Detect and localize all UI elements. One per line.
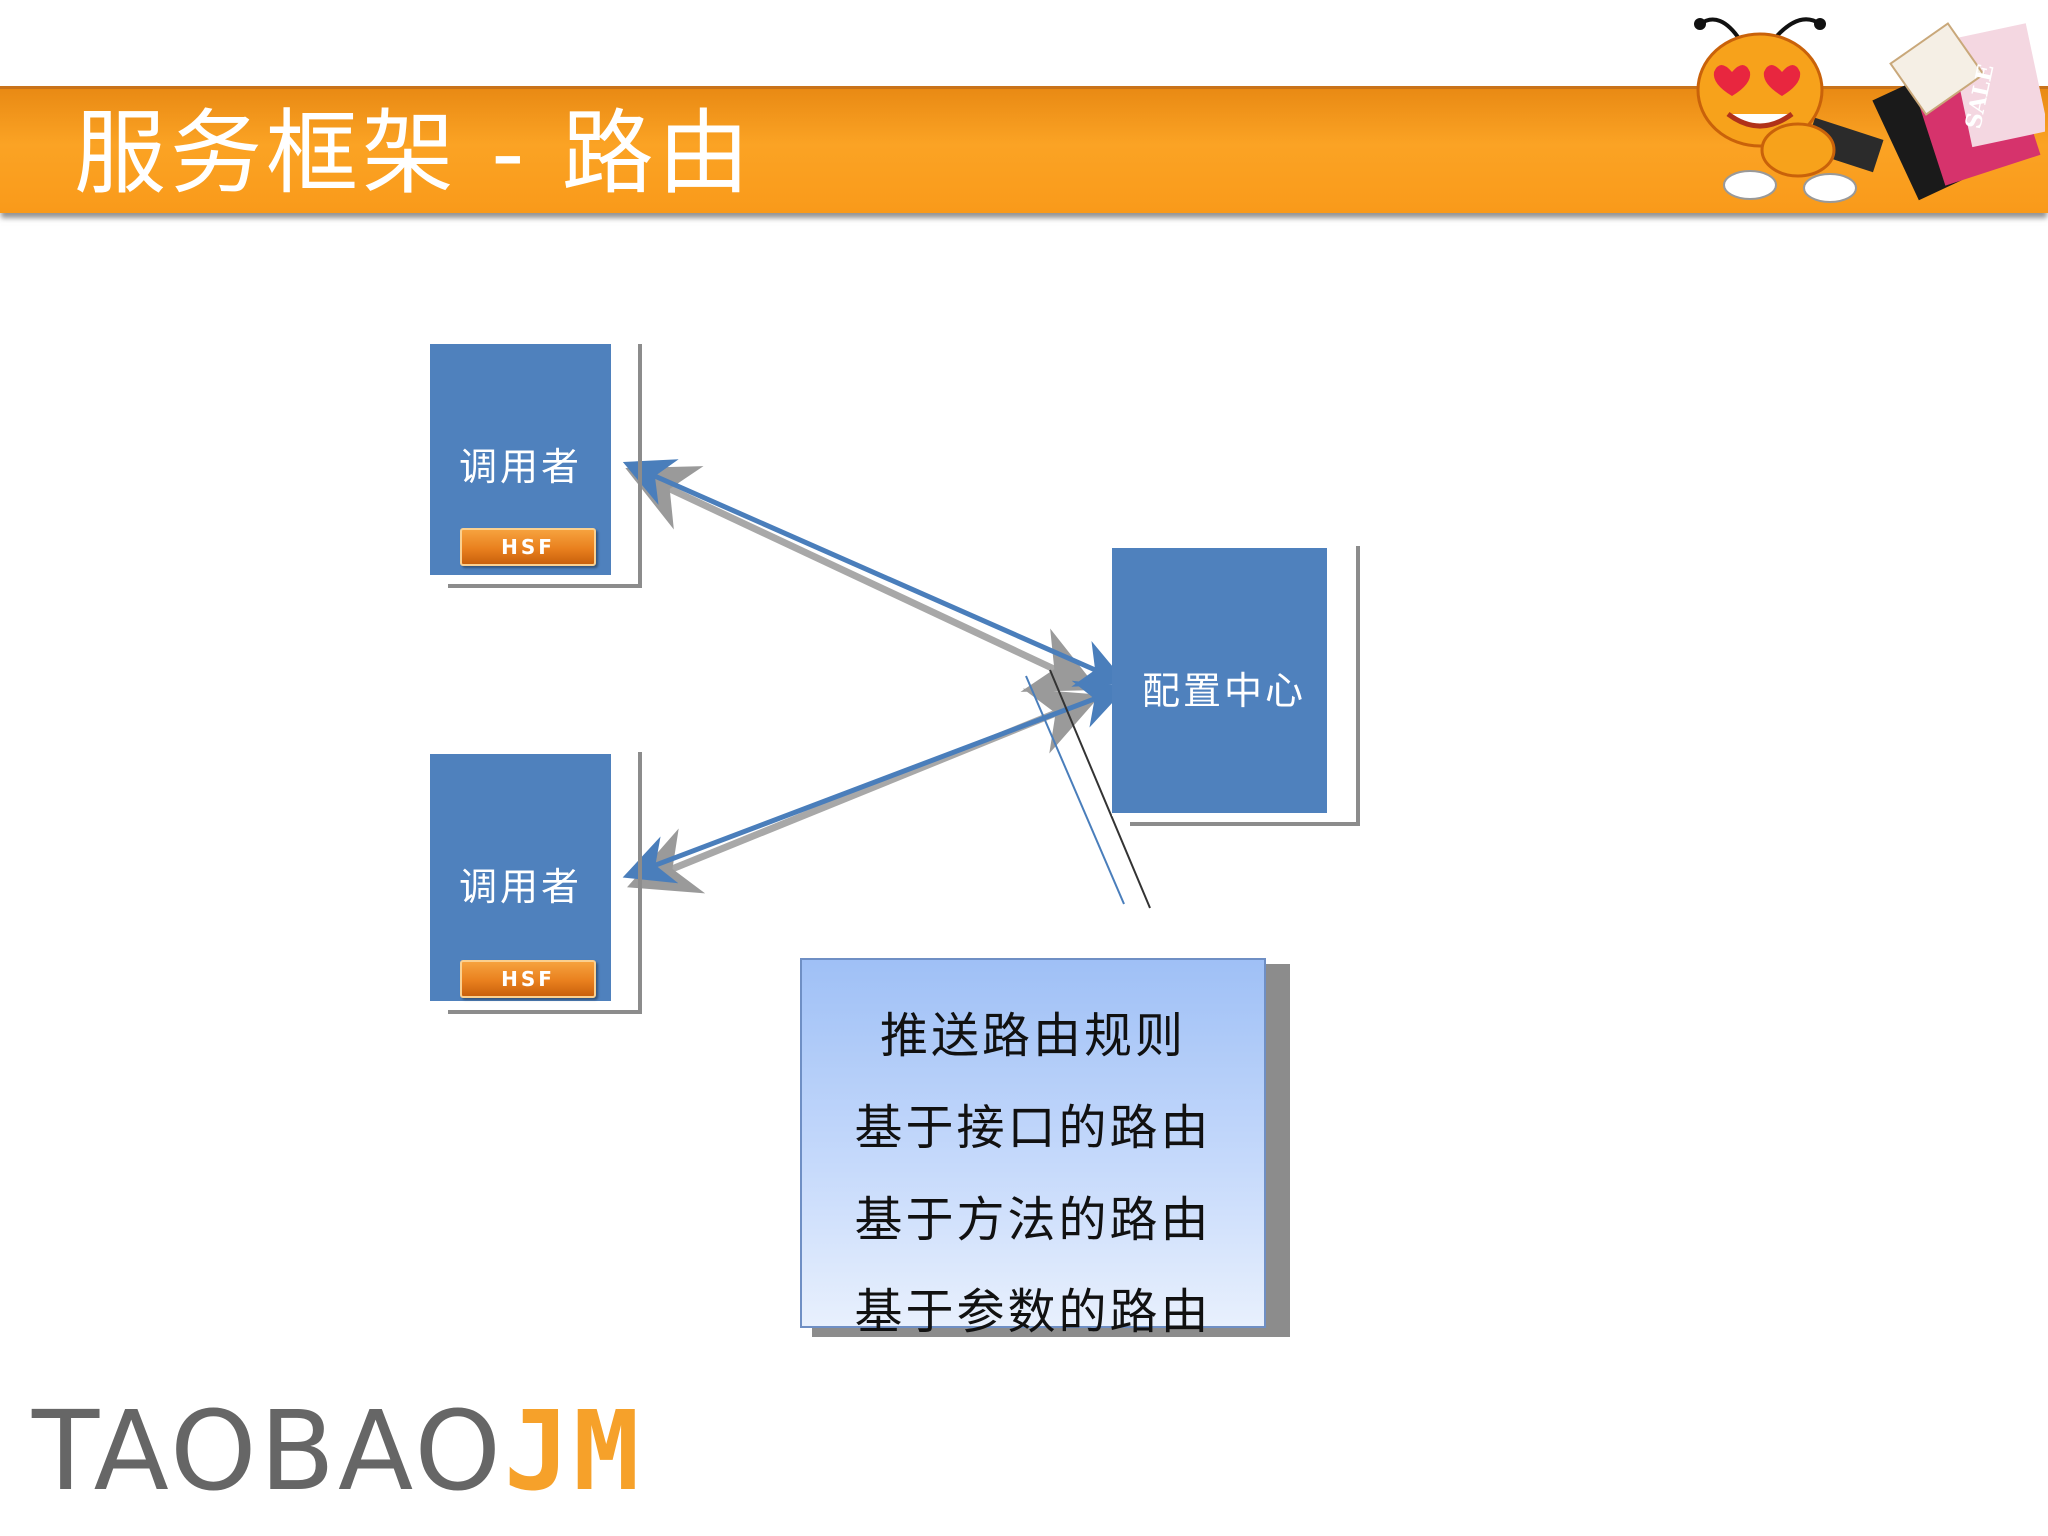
connector-top-arrow: [622, 459, 1128, 687]
rule-item-param: 基于参数的路由: [854, 1284, 1212, 1340]
brand-logo-accent: JM: [503, 1387, 643, 1515]
caller-top-hsf-badge: HSF: [460, 528, 596, 566]
caller-top-node[interactable]: 调用者 HSF: [430, 344, 614, 578]
ant-mascot-icon: SALE: [1694, 17, 2045, 203]
shopping-bag-icon: SALE: [1804, 22, 2045, 201]
rule-item-interface: 基于接口的路由: [854, 1100, 1212, 1156]
ant-icon: [1694, 17, 1857, 203]
callout-line-2: [1049, 669, 1151, 909]
caller-bottom-label: 调用者: [458, 865, 582, 909]
rule-item-push: 推送路由规则: [879, 1008, 1186, 1064]
config-center-label: 配置中心: [1142, 669, 1307, 713]
caller-bottom-node[interactable]: 调用者 HSF: [430, 754, 614, 1004]
page-title: 服务框架 - 路由: [74, 100, 754, 207]
caller-top-label: 调用者: [458, 445, 582, 489]
brand-logo: TAOBAOJM: [32, 1396, 642, 1506]
callout-line-1: [1025, 675, 1125, 905]
caller-bottom-shadow: [448, 752, 642, 1014]
rule-item-method: 基于方法的路由: [854, 1192, 1212, 1248]
caller-bottom-hsf-badge: HSF: [460, 960, 596, 998]
config-center-node[interactable]: 配置中心: [1112, 548, 1330, 816]
brand-logo-main: TAOBAO: [32, 1387, 504, 1515]
caller-top-shadow: [448, 344, 642, 588]
rules-box: 推送路由规则 基于接口的路由 基于方法的路由 基于参数的路由: [800, 958, 1266, 1340]
connector-top-shadow: [625, 466, 1099, 692]
connector-bottom-arrow: [622, 680, 1128, 884]
config-center-shadow: [1130, 546, 1360, 826]
